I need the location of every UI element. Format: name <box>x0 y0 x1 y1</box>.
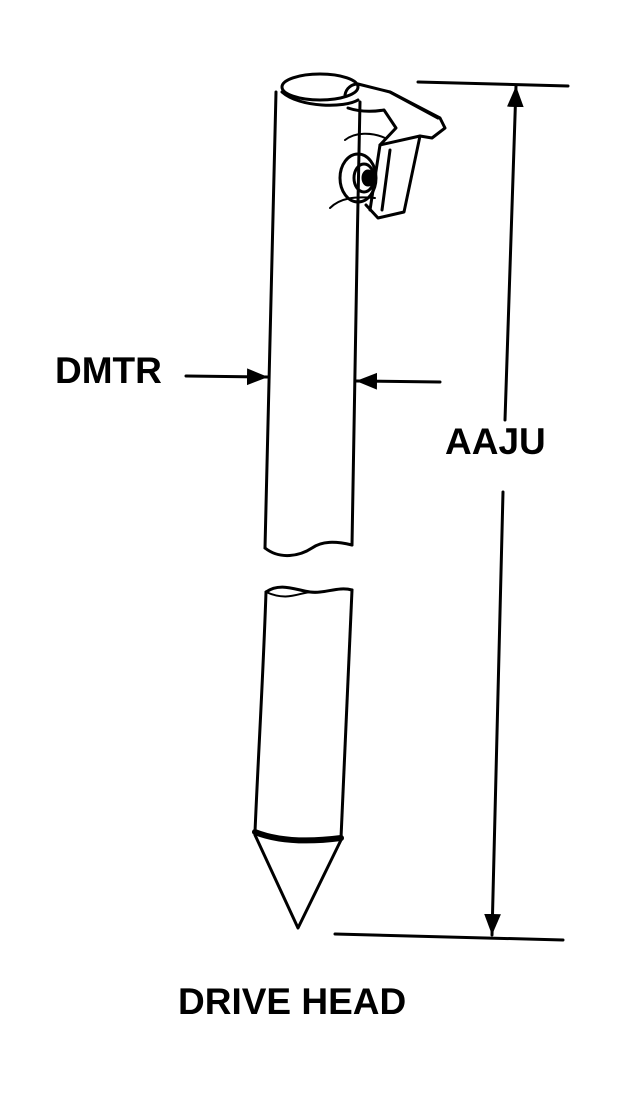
length-label: AAJU <box>445 421 546 462</box>
clamp-bracket <box>329 82 447 220</box>
extension-line-bottom <box>333 932 565 942</box>
extension-line-top <box>416 80 570 88</box>
upper-shaft <box>263 72 362 557</box>
diameter-label: DMTR <box>55 350 162 391</box>
length-arrow-top <box>503 84 524 422</box>
diagram-title: DRIVE HEAD <box>178 981 407 1022</box>
drive-point <box>253 833 343 930</box>
length-arrow-bottom <box>484 490 505 937</box>
diameter-arrow-right <box>354 372 442 390</box>
lower-shaft <box>252 585 354 844</box>
diameter-arrow-left <box>184 368 270 386</box>
